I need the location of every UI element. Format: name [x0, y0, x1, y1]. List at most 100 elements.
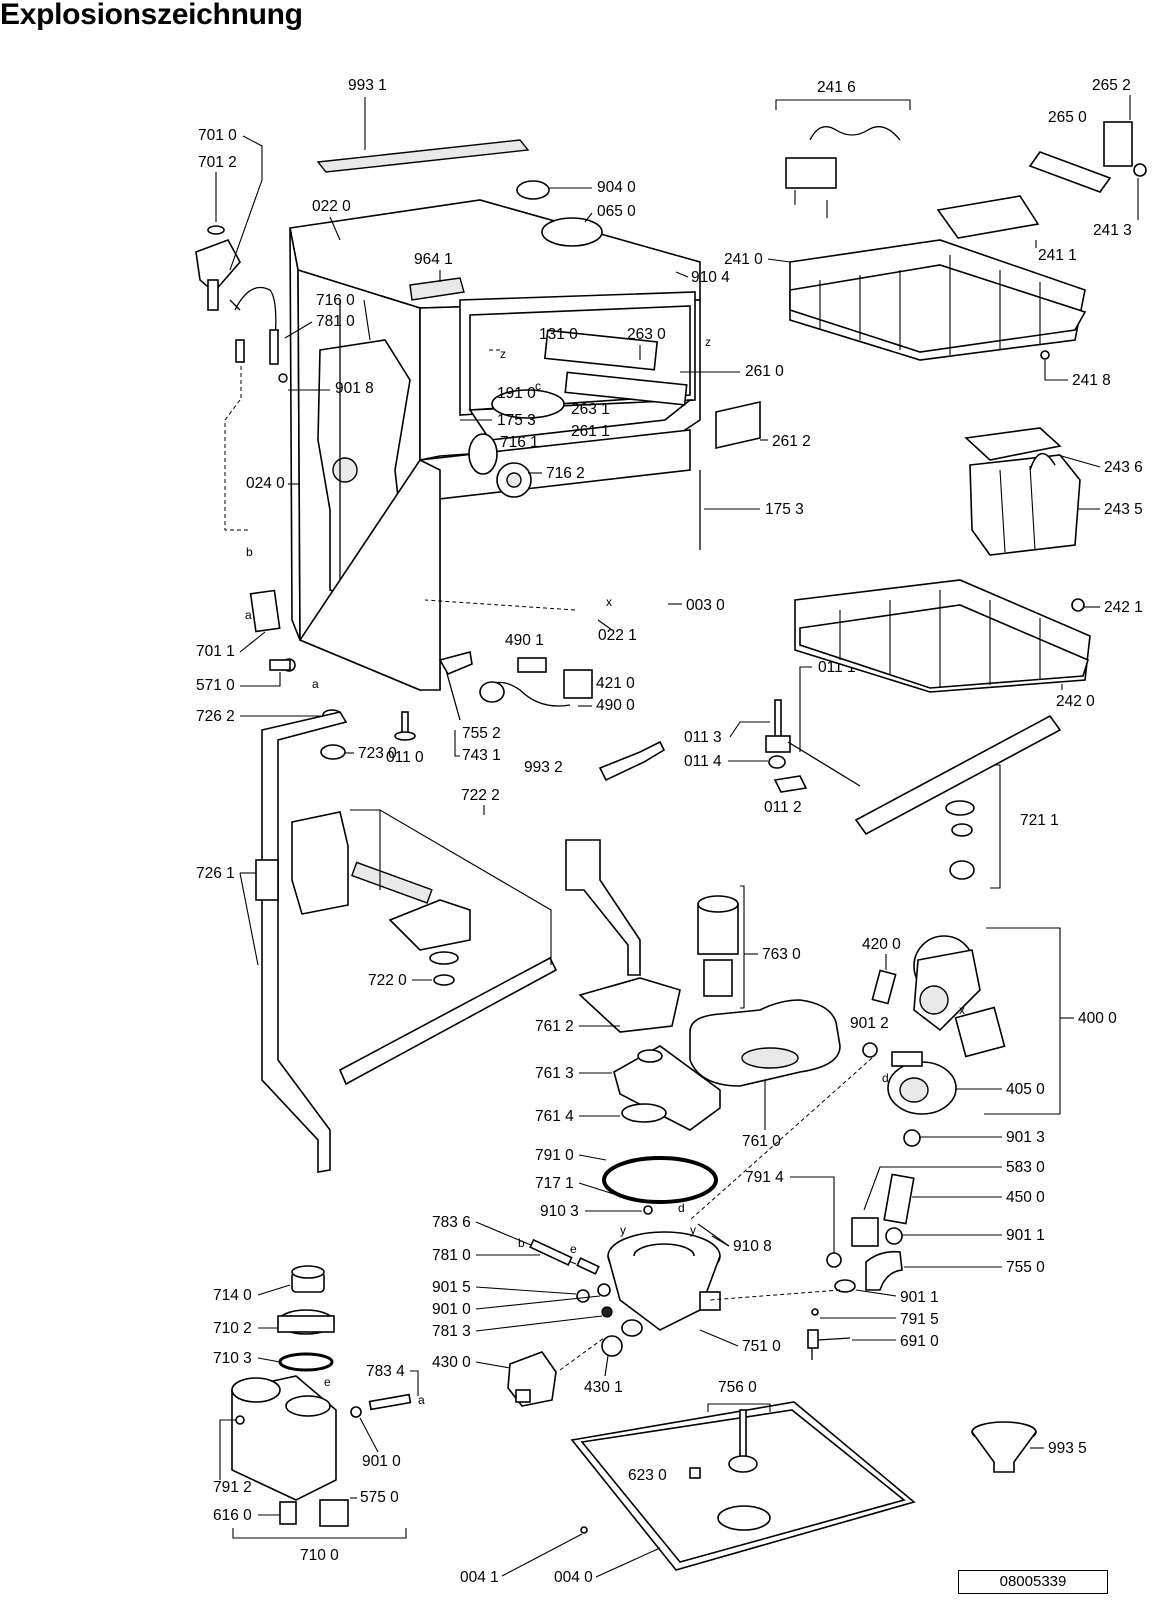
label-701-0: 701 0	[198, 127, 237, 144]
label-400-0: 400 0	[1078, 1010, 1117, 1027]
label-910-4: 910 4	[691, 269, 730, 286]
part-701-1	[249, 589, 281, 633]
label-722-0: 722 0	[368, 972, 407, 989]
part-901-0-bottom	[350, 1406, 362, 1418]
svg-text:y: y	[620, 1223, 626, 1237]
label-265-2: 265 2	[1092, 77, 1131, 94]
part-430-1	[601, 1335, 623, 1357]
part-004-0-base-tray	[570, 1401, 916, 1571]
label-420-0: 420 0	[862, 936, 901, 953]
part-791-2	[235, 1415, 245, 1425]
part-763-0-filter	[697, 895, 739, 997]
part-901-5	[576, 1289, 590, 1303]
svg-text:d: d	[882, 1071, 889, 1085]
part-964-1	[409, 277, 465, 301]
part-241-6	[785, 126, 901, 218]
part-781-0-heater-rod	[529, 1238, 573, 1266]
label-993-2: 993 2	[524, 759, 563, 776]
label-011-3: 011 3	[684, 729, 722, 746]
part-241-0-upper-basket	[789, 239, 1087, 361]
part-901-0-mid	[597, 1283, 611, 1297]
label-761-2: 761 2	[535, 1018, 574, 1035]
svg-text:a: a	[245, 608, 252, 622]
label-261-0: 261 0	[745, 363, 784, 380]
part-241-8	[1040, 350, 1050, 360]
label-243-5: 243 5	[1104, 501, 1143, 518]
label-241-3: 241 3	[1093, 222, 1132, 239]
svg-text:a: a	[418, 1393, 425, 1407]
svg-text:y: y	[690, 1223, 696, 1237]
label-993-1: 993 1	[348, 77, 387, 94]
label-781-3: 781 3	[432, 1323, 471, 1340]
label-175-3-right: 175 3	[765, 501, 804, 518]
part-993-2-wrench	[598, 740, 666, 782]
label-261-2: 261 2	[772, 433, 811, 450]
label-756-0: 756 0	[718, 1379, 757, 1396]
part-575-0	[319, 1499, 349, 1527]
label-004-1: 004 1	[460, 1569, 499, 1586]
label-761-4: 761 4	[535, 1108, 574, 1125]
label-710-0: 710 0	[300, 1547, 339, 1564]
label-781-0-top: 781 0	[316, 313, 355, 330]
part-490-1	[517, 657, 547, 673]
part-901-8	[278, 373, 288, 383]
label-716-2: 716 2	[546, 465, 585, 482]
label-691-0: 691 0	[900, 1333, 939, 1350]
label-901-5: 901 5	[432, 1279, 471, 1296]
part-901-3	[903, 1129, 921, 1147]
label-714-0: 714 0	[213, 1287, 252, 1304]
part-011-0-foot	[394, 711, 416, 741]
label-901-3: 901 3	[1006, 1129, 1045, 1146]
label-901-1-upper: 901 1	[1006, 1227, 1045, 1244]
label-901-2: 901 2	[850, 1015, 889, 1032]
part-710-3	[278, 1352, 334, 1372]
part-004-1	[580, 1526, 588, 1534]
part-756-0-float	[728, 1409, 758, 1473]
label-450-0: 450 0	[1006, 1189, 1045, 1206]
label-241-6: 241 6	[817, 79, 856, 96]
label-022-0: 022 0	[312, 198, 351, 215]
label-726-1: 726 1	[196, 865, 235, 882]
part-583-0	[883, 1173, 915, 1225]
label-761-0: 761 0	[742, 1133, 781, 1150]
part-751-0-sump	[607, 1231, 721, 1337]
label-405-0: 405 0	[1006, 1081, 1045, 1098]
part-783-6	[576, 1257, 600, 1275]
part-691-0	[807, 1329, 851, 1360]
label-791-4: 791 4	[745, 1169, 784, 1186]
label-791-0: 791 0	[535, 1147, 574, 1164]
part-242-0-lower-basket	[794, 579, 1091, 693]
part-910-3	[643, 1205, 653, 1215]
label-783-4: 783 4	[366, 1363, 405, 1380]
part-722-manifold	[291, 811, 558, 1086]
label-004-0: 004 0	[554, 1569, 593, 1586]
label-175-3-left: 175 3	[497, 412, 536, 429]
part-701-0-door-lock	[195, 225, 241, 311]
label-131-0: 131 0	[539, 326, 578, 343]
part-904-0	[516, 180, 550, 200]
part-755-2	[438, 651, 473, 721]
label-263-1: 263 1	[571, 401, 610, 418]
part-242-1	[1071, 598, 1085, 612]
part-421-0	[563, 669, 593, 699]
part-261-2	[715, 400, 761, 450]
part-241-1	[936, 195, 1040, 239]
label-022-1: 022 1	[598, 627, 637, 644]
part-623-0	[689, 1467, 701, 1479]
label-701-1: 701 1	[196, 643, 235, 660]
label-993-5: 993 5	[1048, 1440, 1087, 1457]
label-011-2: 011 2	[764, 799, 802, 816]
part-783-4	[368, 1393, 412, 1411]
label-901-8: 901 8	[335, 380, 374, 397]
label-241-1: 241 1	[1038, 247, 1077, 264]
label-901-0-mid: 901 0	[432, 1301, 471, 1318]
svg-text:x: x	[606, 595, 612, 609]
label-623-0: 623 0	[628, 1467, 667, 1484]
part-405-0-pump-housing	[887, 1051, 957, 1115]
part-726-1-supply-pipe	[255, 711, 348, 1173]
part-714-0-cap	[291, 1265, 325, 1293]
label-781-0-bottom: 781 0	[432, 1247, 471, 1264]
part-710-2	[277, 1309, 335, 1335]
label-430-1: 430 1	[584, 1379, 623, 1396]
part-761-3	[613, 1045, 721, 1131]
